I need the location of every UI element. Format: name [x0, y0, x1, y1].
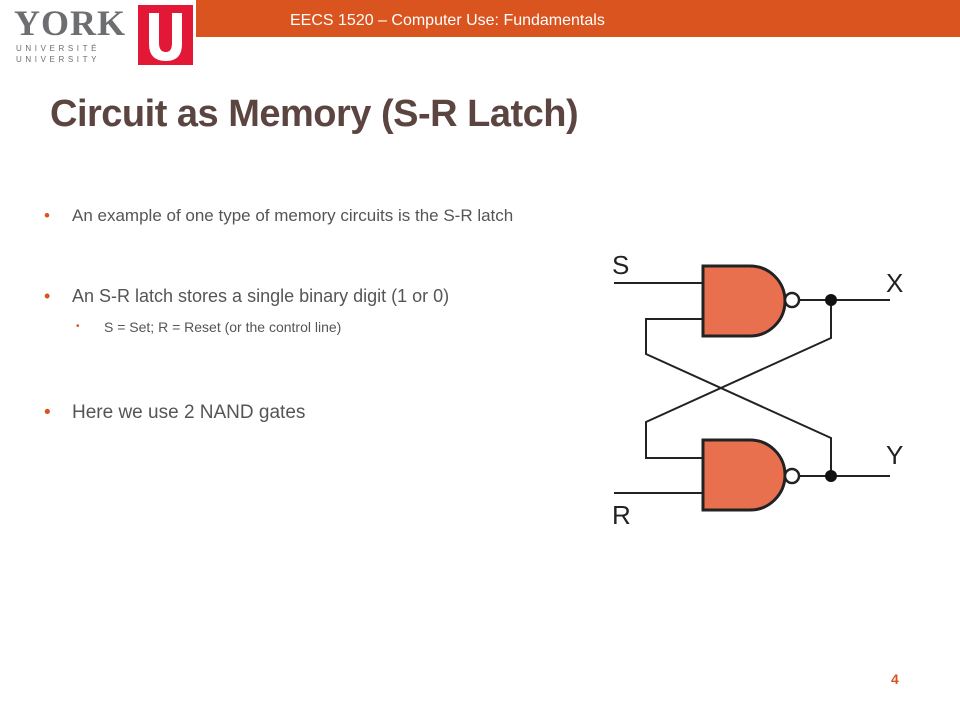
logo-line-universite: UNIVERSITÉ: [16, 44, 101, 53]
junction-x: [825, 294, 837, 306]
bullet-marker: •: [44, 402, 51, 423]
logo-u-mark: [138, 5, 193, 65]
bullet-marker: •: [44, 286, 51, 306]
label-y: Y: [886, 440, 903, 470]
label-r: R: [612, 500, 631, 530]
nand-gate-top: [701, 264, 787, 338]
logo-wordmark: YORK: [14, 3, 126, 43]
wire-feedback-y: [645, 318, 832, 476]
nand-bubble-bottom: [783, 467, 801, 485]
bullet-text: S = Set; R = Reset (or the control line): [104, 319, 342, 335]
bullet-text: Here we use 2 NAND gates: [72, 402, 306, 423]
bullet-marker: •: [76, 321, 80, 332]
slide-title: Circuit as Memory (S-R Latch): [50, 93, 579, 135]
nand-bubble-top: [783, 291, 801, 309]
york-logo: YORK UNIVERSITÉ UNIVERSITY: [0, 0, 196, 68]
bullet-marker: •: [44, 206, 50, 225]
nand-gate-bottom: [701, 438, 787, 512]
wire-feedback-x: [645, 300, 832, 459]
label-s: S: [612, 250, 629, 280]
bullet-text: An example of one type of memory circuit…: [72, 206, 514, 225]
logo-line-university: UNIVERSITY: [16, 55, 101, 64]
bullet-text: An S-R latch stores a single binary digi…: [72, 286, 450, 306]
course-title: EECS 1520 – Computer Use: Fundamentals: [290, 12, 605, 29]
page-number: 4: [891, 671, 899, 687]
label-x: X: [886, 268, 903, 298]
junction-y: [825, 470, 837, 482]
sr-latch-diagram: S R X Y: [612, 250, 903, 530]
